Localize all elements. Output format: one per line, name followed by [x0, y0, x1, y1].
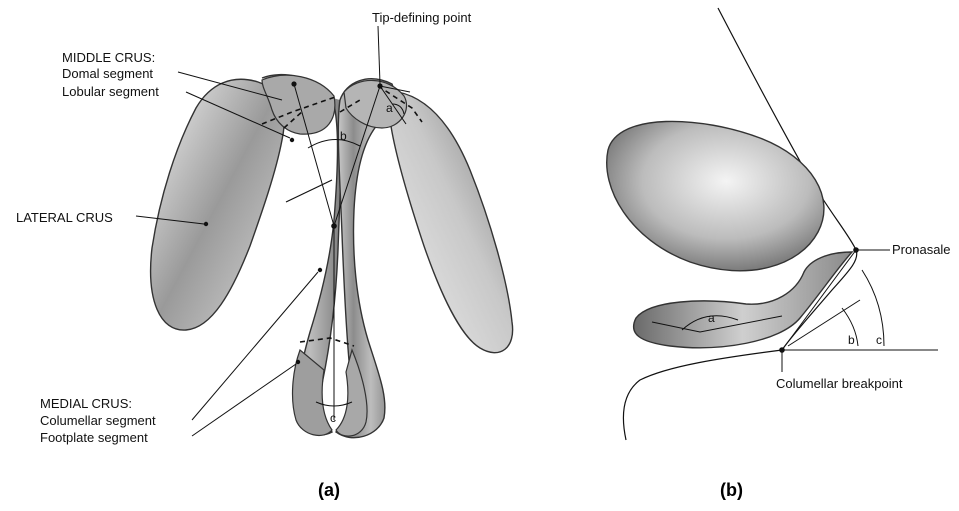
angle-c-label: c: [330, 411, 336, 425]
lateral-crus-right-shape: [390, 92, 513, 353]
lateral-crus-label: LATERAL CRUS: [16, 210, 113, 225]
domal-segment-label: Domal segment: [62, 66, 153, 81]
segment-border-line: [286, 180, 332, 202]
pronasale-label: Pronasale: [892, 242, 951, 257]
panel-b: a b c Pronasale Columellar breakpoint (b…: [607, 8, 951, 500]
panel-b-caption: (b): [720, 480, 743, 500]
columellar-breakpoint-label: Columellar breakpoint: [776, 376, 903, 391]
medial-crus-label: MEDIAL CRUS:: [40, 396, 132, 411]
panel-a: a b c Tip-defining point MIDDLE CRUS: Do…: [16, 10, 513, 500]
angle-c-profile-label: c: [876, 333, 882, 347]
lateral-crus-left-shape: [151, 79, 285, 330]
angle-b-profile-label: b: [848, 333, 855, 347]
tip-defining-point-label: Tip-defining point: [372, 10, 472, 25]
angle-b-label: b: [340, 129, 347, 143]
angle-a-profile-label: a: [708, 311, 715, 325]
angle-a-label: a: [386, 101, 393, 115]
lobular-segment-label: Lobular segment: [62, 84, 159, 99]
alar-lobule-shape: [607, 121, 824, 270]
panel-a-caption: (a): [318, 480, 340, 500]
middle-crus-label: MIDDLE CRUS:: [62, 50, 155, 65]
footplate-segment-label: Footplate segment: [40, 430, 148, 445]
columellar-segment-label: Columellar segment: [40, 413, 156, 428]
